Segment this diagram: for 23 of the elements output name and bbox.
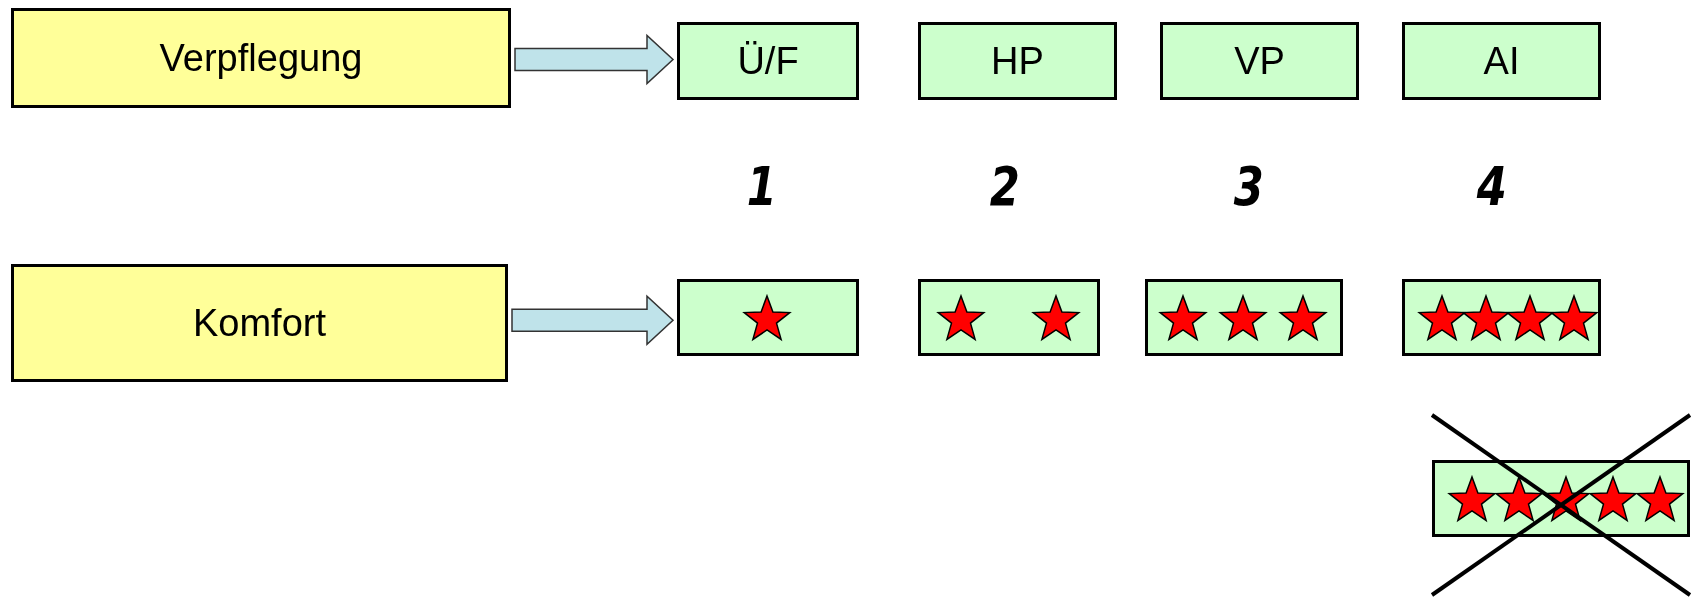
number-label: 2 xyxy=(989,160,1020,214)
number-label: 4 xyxy=(1476,160,1507,214)
option-box xyxy=(677,22,859,100)
category-box xyxy=(11,264,508,382)
box-label: HP xyxy=(991,39,1044,83)
category-box xyxy=(11,8,511,108)
box-label: Ü/F xyxy=(737,39,799,83)
option-box xyxy=(1402,22,1601,100)
rating-box xyxy=(677,279,859,356)
option-box xyxy=(918,22,1117,100)
block-arrow xyxy=(514,33,675,86)
number-label: 1 xyxy=(746,160,777,214)
box-label: Komfort xyxy=(192,301,326,345)
box-label: Verpflegung xyxy=(159,36,363,80)
rating-box xyxy=(918,279,1100,356)
rating-box xyxy=(1432,460,1690,537)
box-label: VP xyxy=(1234,39,1285,83)
box-label: AI xyxy=(1483,39,1520,83)
rating-box xyxy=(1402,279,1601,356)
block-arrow xyxy=(511,294,675,346)
rating-box xyxy=(1145,279,1343,356)
number-label: 3 xyxy=(1233,160,1264,214)
option-box xyxy=(1160,22,1359,100)
